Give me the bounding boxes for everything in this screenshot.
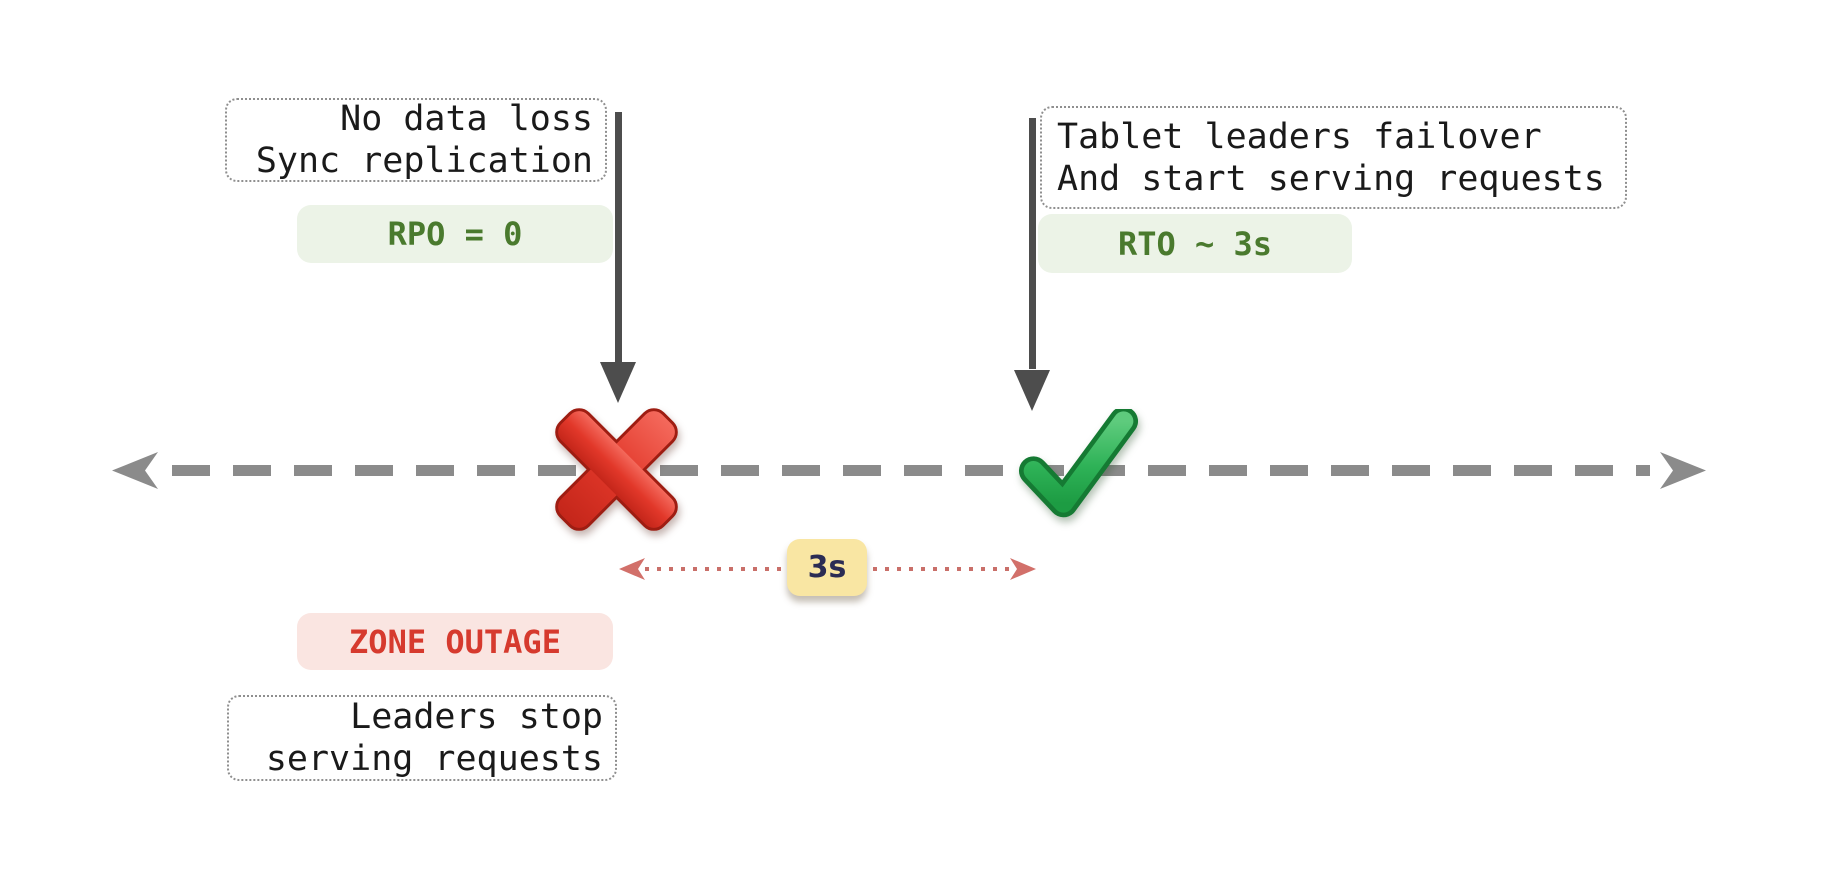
rpo-note-line1: No data loss: [340, 99, 593, 139]
rto-note-line1: Tablet leaders failover: [1057, 116, 1542, 157]
duration-arrow-left-icon: [619, 558, 645, 580]
red-cross-icon: [555, 408, 678, 531]
green-check-icon: [1018, 409, 1139, 518]
rto-badge: RTO ~ 3s: [1038, 214, 1352, 273]
outage-note-line1: Leaders stop: [350, 697, 603, 737]
rpo-note: No data loss Sync replication: [225, 98, 607, 182]
timeline-arrow-right-icon: [1660, 452, 1706, 489]
outage-note: Leaders stop serving requests: [227, 695, 617, 781]
rpo-note-line2: Sync replication: [255, 141, 593, 181]
duration-badge: 3s: [787, 539, 867, 596]
zone-outage-badge: ZONE OUTAGE: [297, 613, 613, 670]
rto-note: Tablet leaders failover And start servin…: [1040, 106, 1627, 209]
outage-event-arrow: [615, 112, 622, 363]
duration-arrow-right-icon: [1010, 558, 1036, 580]
outage-note-line2: serving requests: [265, 739, 603, 779]
recovery-event-arrowhead-icon: [1014, 370, 1050, 411]
rpo-badge: RPO = 0: [297, 205, 613, 263]
rto-note-line2: And start serving requests: [1057, 158, 1605, 199]
timeline-dashed-line: [172, 465, 1650, 476]
timeline-arrow-left-icon: [112, 452, 158, 489]
outage-event-arrowhead-icon: [600, 362, 636, 403]
recovery-event-arrow: [1029, 118, 1036, 369]
